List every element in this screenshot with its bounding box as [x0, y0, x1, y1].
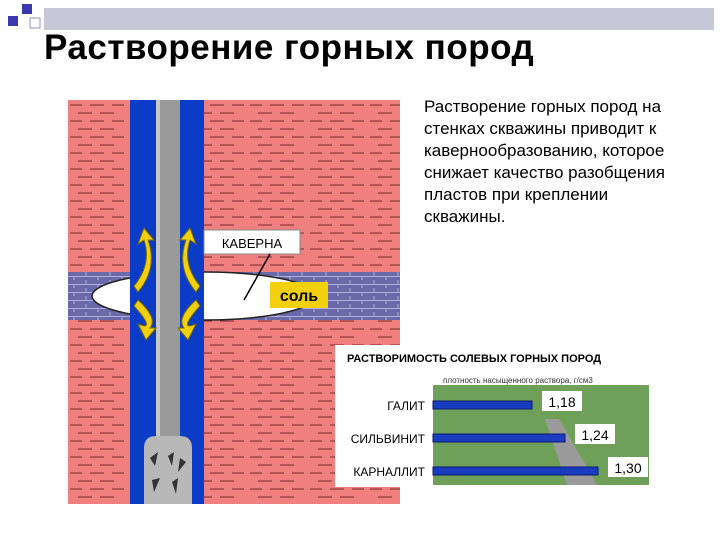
decorative-header-squares: [8, 4, 714, 30]
value-label-2: 1,24: [581, 427, 608, 443]
value-label-1: 1,18: [548, 394, 575, 410]
category-label-2: СИЛЬВИНИТ: [351, 432, 426, 446]
bar-3: [432, 466, 599, 476]
value-label-box-1: [542, 391, 582, 411]
cavern-label: КАВЕРНА: [222, 236, 283, 251]
solubility-chart: РАСТВОРИМОСТЬ СОЛЕВЫХ ГОРНЫХ ПОРОД плотн…: [335, 345, 657, 487]
value-label-box-2: [575, 424, 615, 444]
value-label-3: 1,30: [614, 460, 641, 476]
bar-2: [432, 433, 566, 443]
dissolution-arrows: [133, 227, 201, 341]
solubility-chart-svg: РАСТВОРИМОСТЬ СОЛЕВЫХ ГОРНЫХ ПОРОД плотн…: [335, 345, 657, 487]
category-label-1: ГАЛИТ: [387, 399, 425, 413]
wellbore-diagram: КАВЕРНА соль: [68, 100, 400, 504]
chart-subtitle: плотность насыщенного раствора, г/см3: [443, 376, 593, 385]
cavern-label-box: КАВЕРНА: [203, 229, 301, 301]
salt-label: соль: [280, 288, 318, 305]
salt-label-box: соль: [270, 282, 328, 308]
drill-bit: [144, 436, 192, 504]
value-label-box-3: [608, 457, 648, 477]
drill-string: [156, 100, 180, 440]
slide-description: Растворение горных пород на стенках сква…: [424, 97, 665, 226]
category-label-3: КАРНАЛЛИТ: [353, 465, 425, 479]
bar-1: [432, 400, 533, 410]
chart-title: РАСТВОРИМОСТЬ СОЛЕВЫХ ГОРНЫХ ПОРОД: [347, 353, 601, 365]
slide-title: Растворение горных пород: [44, 28, 535, 67]
